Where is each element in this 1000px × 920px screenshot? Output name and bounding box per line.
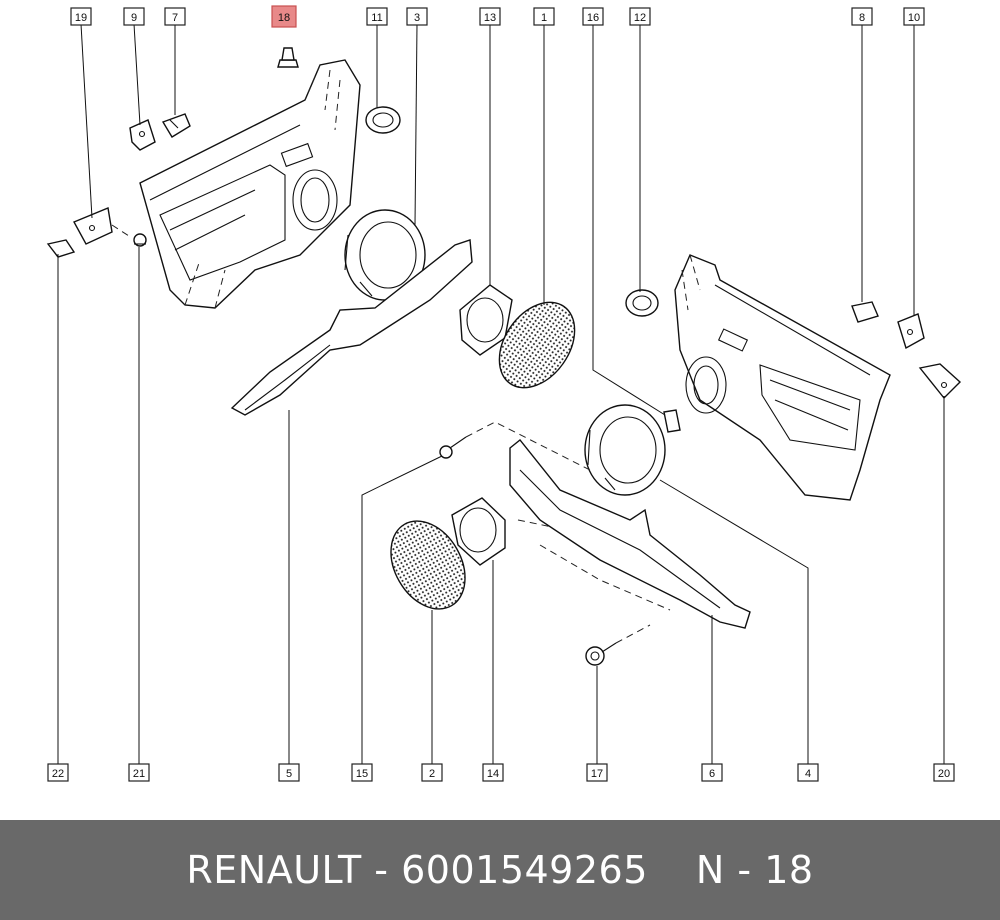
brand-name: RENAULT xyxy=(186,848,362,892)
svg-text:12: 12 xyxy=(634,12,646,24)
armrest-5 xyxy=(230,239,473,416)
svg-text:7: 7 xyxy=(172,12,178,24)
svg-text:18: 18 xyxy=(278,12,290,24)
svg-text:17: 17 xyxy=(591,768,603,780)
footer-banner: RENAULT - 6001549265 N - 18 xyxy=(0,820,1000,920)
callout-5: 5 xyxy=(278,763,300,782)
callout-3: 3 xyxy=(406,7,428,26)
clip-7 xyxy=(161,113,191,138)
clip-21 xyxy=(133,233,147,247)
speaker-14 xyxy=(451,497,506,566)
svg-text:6: 6 xyxy=(709,768,715,780)
svg-text:14: 14 xyxy=(487,768,499,780)
callout-15: 15 xyxy=(351,763,373,782)
svg-text:11: 11 xyxy=(371,12,382,24)
callout-13: 13 xyxy=(479,7,501,26)
armrest-6 xyxy=(509,439,751,629)
svg-text:19: 19 xyxy=(75,12,87,24)
svg-text:8: 8 xyxy=(859,12,865,24)
callout-1: 1 xyxy=(533,7,555,26)
clip-18 xyxy=(277,47,299,68)
bracket-9 xyxy=(129,119,156,151)
svg-text:13: 13 xyxy=(484,12,496,24)
callout-19: 19 xyxy=(70,7,92,26)
callout-2: 2 xyxy=(421,763,443,782)
callout-4: 4 xyxy=(797,763,819,782)
callout-22: 22 xyxy=(47,763,69,782)
screw-17 xyxy=(585,642,617,666)
bracket-20 xyxy=(918,363,962,400)
svg-text:21: 21 xyxy=(133,768,145,780)
parts-diagram: 19 9 7 18 11 3 13 1 16 12 8 10 xyxy=(46,5,962,782)
callout-9: 9 xyxy=(123,7,145,26)
speaker-bracket-4 xyxy=(584,404,666,496)
svg-text:5: 5 xyxy=(286,768,292,780)
callout-7: 7 xyxy=(164,7,186,26)
clip-22 xyxy=(46,239,76,258)
callout-14: 14 xyxy=(482,763,504,782)
svg-text:22: 22 xyxy=(52,768,64,780)
callout-10: 10 xyxy=(903,7,925,26)
ref-prefix: N xyxy=(695,848,725,892)
svg-text:15: 15 xyxy=(356,768,368,780)
callout-16: 16 xyxy=(582,7,604,26)
callout-18-highlighted: 18 xyxy=(271,5,297,28)
right-door-panel xyxy=(674,254,891,501)
ref-separator-dash: - xyxy=(737,848,752,892)
bracket-10 xyxy=(897,313,925,350)
callout-12: 12 xyxy=(629,7,651,26)
callout-21: 21 xyxy=(128,763,150,782)
callout-11: 11 xyxy=(366,7,388,26)
svg-text:9: 9 xyxy=(131,12,137,24)
ring-12 xyxy=(625,289,659,317)
left-door-panel xyxy=(139,59,361,309)
clip-16 xyxy=(663,409,681,433)
svg-text:2: 2 xyxy=(429,768,435,780)
part-number: 6001549265 xyxy=(401,848,648,892)
speaker-grille-1 xyxy=(498,301,576,389)
ref-number: 18 xyxy=(764,848,814,892)
svg-text:1: 1 xyxy=(541,12,547,24)
svg-text:3: 3 xyxy=(414,12,420,24)
svg-text:10: 10 xyxy=(908,12,920,24)
bracket-19 xyxy=(73,207,113,245)
svg-text:16: 16 xyxy=(587,12,599,24)
separator-dash: - xyxy=(374,848,389,892)
leader-lines xyxy=(57,23,945,766)
clip-8 xyxy=(851,301,879,323)
callout-20: 20 xyxy=(933,763,955,782)
callout-6: 6 xyxy=(701,763,723,782)
svg-text:4: 4 xyxy=(805,768,811,780)
callout-8: 8 xyxy=(851,7,873,26)
ring-11 xyxy=(365,106,401,134)
svg-text:20: 20 xyxy=(938,768,950,780)
screw-15 xyxy=(439,436,467,459)
callout-17: 17 xyxy=(586,763,608,782)
speaker-grille-2 xyxy=(390,520,466,610)
